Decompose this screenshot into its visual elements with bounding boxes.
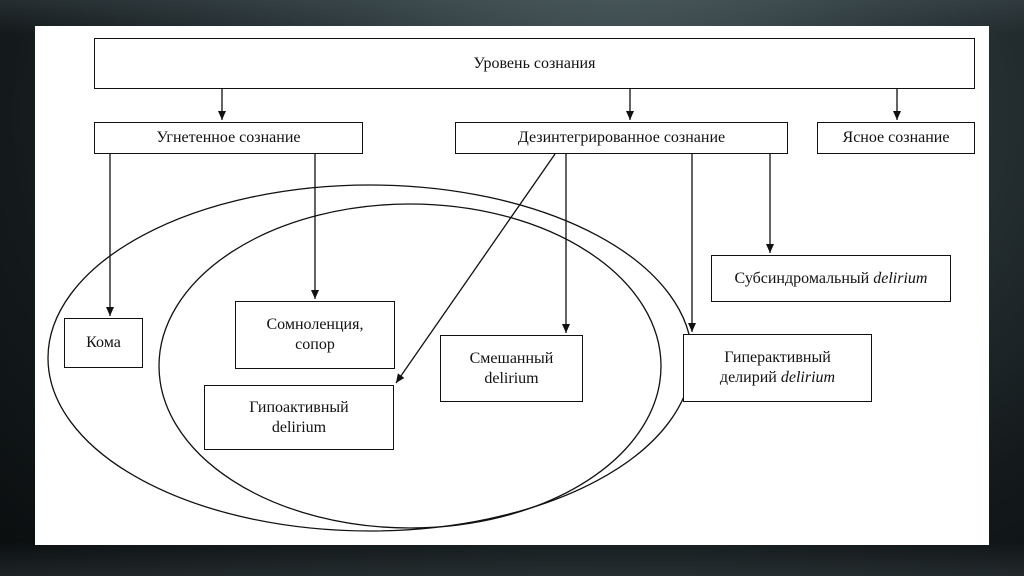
hyperactive-line-1: Гиперактивный xyxy=(724,349,831,366)
hypoactive-delirium-box: Гипоактивный delirium xyxy=(204,385,394,450)
inner-ellipse xyxy=(158,203,662,529)
depressed-consciousness-label: Угнетенное сознание xyxy=(156,129,301,146)
subsyndromal-delirium-box: Субсиндромальный delirium xyxy=(711,255,951,302)
depressed-consciousness-box: Угнетенное сознание xyxy=(94,122,363,154)
disintegrated-consciousness-label: Дезинтегрированное сознание xyxy=(517,129,726,146)
clear-consciousness-label: Ясное сознание xyxy=(842,129,950,146)
mixed-delirium-box: Смешанный delirium xyxy=(440,335,583,402)
arrow-disintegrated-to-hypoactive xyxy=(395,153,556,384)
hypoactive-line-2: delirium xyxy=(271,418,327,436)
hyperactive-line-2: делирий delirium xyxy=(720,368,835,388)
subsyndromal-label: Субсиндромальный delirium xyxy=(735,269,928,289)
disintegrated-consciousness-box: Дезинтегрированное сознание xyxy=(455,122,788,154)
subsyndromal-prefix: Субсиндромальный xyxy=(734,269,874,287)
hyperactive-delirium-box: Гиперактивный делирий delirium xyxy=(683,334,872,402)
somnolence-stupor-box: Сомноленция, сопор xyxy=(235,301,395,369)
coma-label: Кома xyxy=(86,334,121,351)
subsyndromal-italic: delirium xyxy=(873,269,928,287)
level-of-consciousness-label: Уровень сознания xyxy=(473,54,596,72)
somnolence-line-1: Сомноленция, xyxy=(266,316,364,333)
hyperactive-line-2-prefix: делирий xyxy=(719,369,781,386)
coma-box: Кома xyxy=(64,318,143,368)
level-of-consciousness-box: Уровень сознания xyxy=(94,38,975,89)
hyperactive-line-2-italic: delirium xyxy=(780,369,836,386)
mixed-line-2: delirium xyxy=(484,369,539,387)
mixed-line-1: Смешанный xyxy=(469,349,554,367)
diagram-slide: Уровень сознания Угнетенное сознание Дез… xyxy=(35,26,989,545)
somnolence-line-2: сопор xyxy=(295,336,335,353)
hypoactive-line-1: Гипоактивный xyxy=(249,398,349,416)
clear-consciousness-box: Ясное сознание xyxy=(817,122,975,154)
